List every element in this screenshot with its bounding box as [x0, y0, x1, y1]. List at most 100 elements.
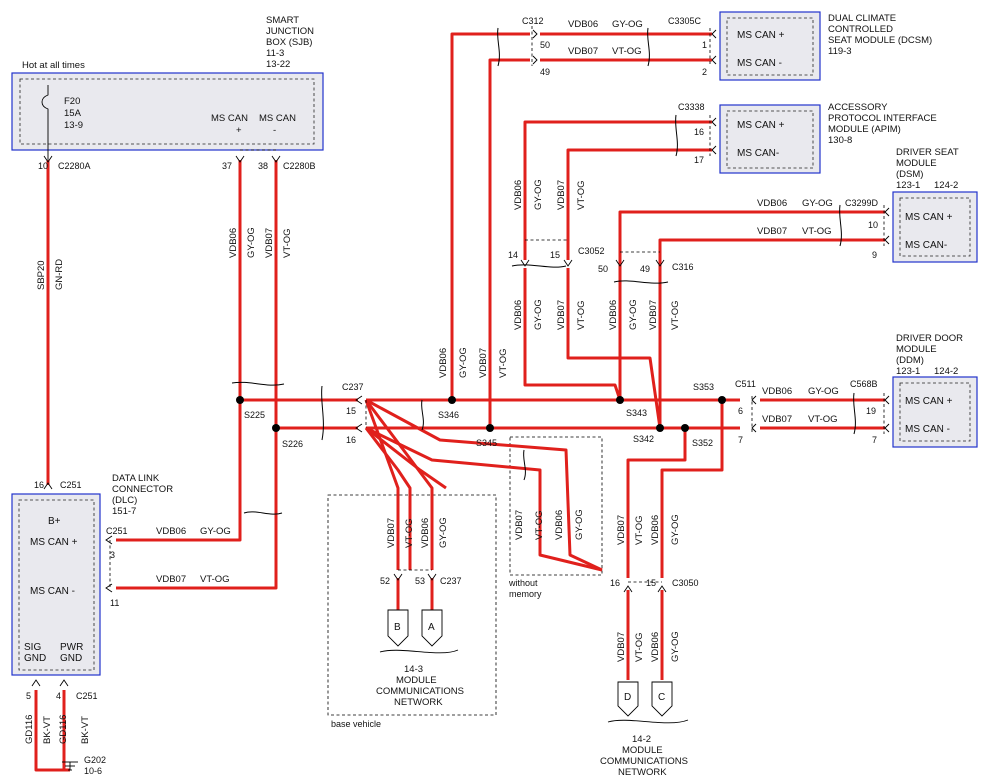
dcsm-can-minus: MS CAN - — [737, 58, 782, 69]
base-vehicle-caption: base vehicle — [331, 719, 381, 729]
wire-vdb07-dsm: VDB07 — [757, 226, 787, 237]
conn-c251-top: C251 — [60, 480, 82, 490]
pin-16-apim: 16 — [694, 127, 704, 137]
ddm-can-minus: MS CAN - — [905, 424, 950, 435]
wire-vtog-net: VT-OG — [634, 632, 645, 662]
wire-vdb06-dcsm: VDB06 — [568, 19, 598, 30]
conn-c316: C316 — [672, 262, 694, 272]
fuse-rating: 15A — [64, 108, 82, 119]
wire-vtog-ddm: VT-OG — [808, 414, 838, 425]
wire-gyog-dcsm: GY-OG — [612, 19, 643, 30]
wire-vdb06-sjb: VDB06 — [228, 228, 239, 258]
ddm-ref-2: 124-2 — [934, 366, 958, 377]
splice-s342: S342 — [633, 434, 654, 444]
sjb-title-2: JUNCTION — [266, 26, 314, 37]
dlc-title-4: 151-7 — [112, 506, 136, 517]
conn-c568b: C568B — [850, 379, 878, 389]
wire-gd116-a: GD116 — [24, 715, 35, 744]
sjb-pin38-sign: - — [273, 125, 276, 136]
wire-vdb07-mem: VDB07 — [514, 510, 525, 540]
pin-2-dcsm: 2 — [702, 67, 707, 77]
flag-b-label: B — [394, 622, 401, 633]
pin-10-dsm: 10 — [868, 220, 878, 230]
fuse-icon — [41, 85, 49, 160]
wire-vtog-sjb: VT-OG — [282, 228, 293, 258]
splice-s225: S225 — [244, 410, 265, 420]
dlc-inner — [18, 499, 95, 671]
wire-vtog-dsm: VT-OG — [802, 226, 832, 237]
dcsm-box — [719, 11, 821, 81]
twisted-pair-marks — [231, 27, 856, 515]
splice-s346: S346 — [438, 410, 459, 420]
wire-vdb06-ddm: VDB06 — [762, 386, 792, 397]
memory-note-2: memory — [509, 589, 542, 599]
sjb-title-4: 11-3 — [266, 48, 284, 59]
sjb-inner — [19, 78, 315, 145]
conn-c2280a: C2280A — [58, 161, 91, 171]
wire-bkvt-b: BK-VT — [80, 716, 91, 744]
pin-17-apim: 17 — [694, 155, 704, 165]
wire-gyog-s346: GY-OG — [458, 347, 469, 378]
pin-7-c511: 7 — [738, 435, 743, 445]
sjb-pin38-label: MS CAN — [259, 113, 296, 124]
pin-3-dlc: 3 — [110, 550, 115, 560]
wire-vdb07-dcsm: VDB07 — [568, 46, 598, 57]
pin-14-c3052: 14 — [508, 250, 518, 260]
wire-gd116-b: GD116 — [58, 715, 69, 744]
network-right-3: NETWORK — [618, 767, 667, 778]
pin-11-dlc: 11 — [110, 598, 119, 608]
splice-s353: S353 — [693, 382, 714, 392]
network-left-ref: 14-3 — [404, 664, 423, 675]
ddm-title-2: MODULE — [896, 344, 937, 355]
dlc-can-plus: MS CAN + — [30, 537, 78, 548]
pin-53: 53 — [415, 576, 425, 586]
wire-gyog-apim: GY-OG — [533, 179, 544, 210]
pin-52: 52 — [380, 576, 390, 586]
flag-c-label: C — [658, 692, 665, 703]
flag-a-label: A — [428, 622, 435, 633]
conn-c3050: C3050 — [672, 578, 699, 588]
network-left-3: NETWORK — [394, 697, 443, 708]
apim-title-3: MODULE (APIM) — [828, 124, 901, 135]
base-vehicle-box — [327, 494, 497, 716]
wire-vdb06-net: VDB06 — [650, 632, 661, 662]
wire-vdb07-c3050: VDB07 — [616, 515, 627, 545]
pin-15-c237: 15 — [346, 406, 356, 416]
conn-c312: C312 — [522, 16, 544, 26]
wire-gyog-dsm-low: GY-OG — [628, 299, 639, 330]
dlc-title-1: DATA LINK — [112, 473, 160, 484]
ddm-title-3: (DDM) — [896, 355, 924, 366]
sjb-box — [11, 72, 324, 151]
pin-15-c3050: 15 — [646, 578, 656, 588]
network-left-2: COMMUNICATIONS — [376, 686, 464, 697]
dlc-title-3: (DLC) — [112, 495, 137, 506]
wire-gyog-net: GY-OG — [670, 631, 681, 662]
ground-ref: 10-6 — [84, 766, 102, 776]
dsm-ref-1: 123-1 — [896, 180, 920, 191]
dlc-box — [11, 493, 101, 676]
dsm-box — [892, 191, 978, 263]
pin-37: 37 — [222, 161, 232, 171]
dsm-ref-2: 124-2 — [934, 180, 958, 191]
network-flags — [379, 609, 689, 724]
apim-title-1: ACCESSORY — [828, 102, 888, 113]
sjb-title-3: BOX (SJB) — [266, 37, 312, 48]
apim-title-4: 130-8 — [828, 135, 852, 146]
conn-c237: C237 — [342, 382, 364, 392]
sjb-title-5: 13-22 — [266, 59, 290, 70]
flag-b-icon — [387, 609, 409, 647]
ground-name: G202 — [84, 755, 106, 765]
wire-gyog-mem: GY-OG — [574, 509, 585, 540]
pin-10: 10 — [38, 161, 48, 171]
flag-a-icon — [421, 609, 443, 647]
wire-vtog-s345: VT-OG — [498, 348, 509, 378]
dcsm-title-2: CONTROLLED — [828, 24, 893, 35]
wire-vdb06-dlc: VDB06 — [156, 526, 186, 537]
sjb-pin37-label: MS CAN — [211, 113, 248, 124]
wire-gyog-apim-low: GY-OG — [533, 299, 544, 330]
wire-vtog-c3050: VT-OG — [634, 515, 645, 545]
dsm-can-plus: MS CAN + — [905, 212, 953, 223]
wire-vdb06-dsm-low: VDB06 — [608, 300, 619, 330]
wire-gyog-dsm: GY-OG — [802, 198, 833, 209]
